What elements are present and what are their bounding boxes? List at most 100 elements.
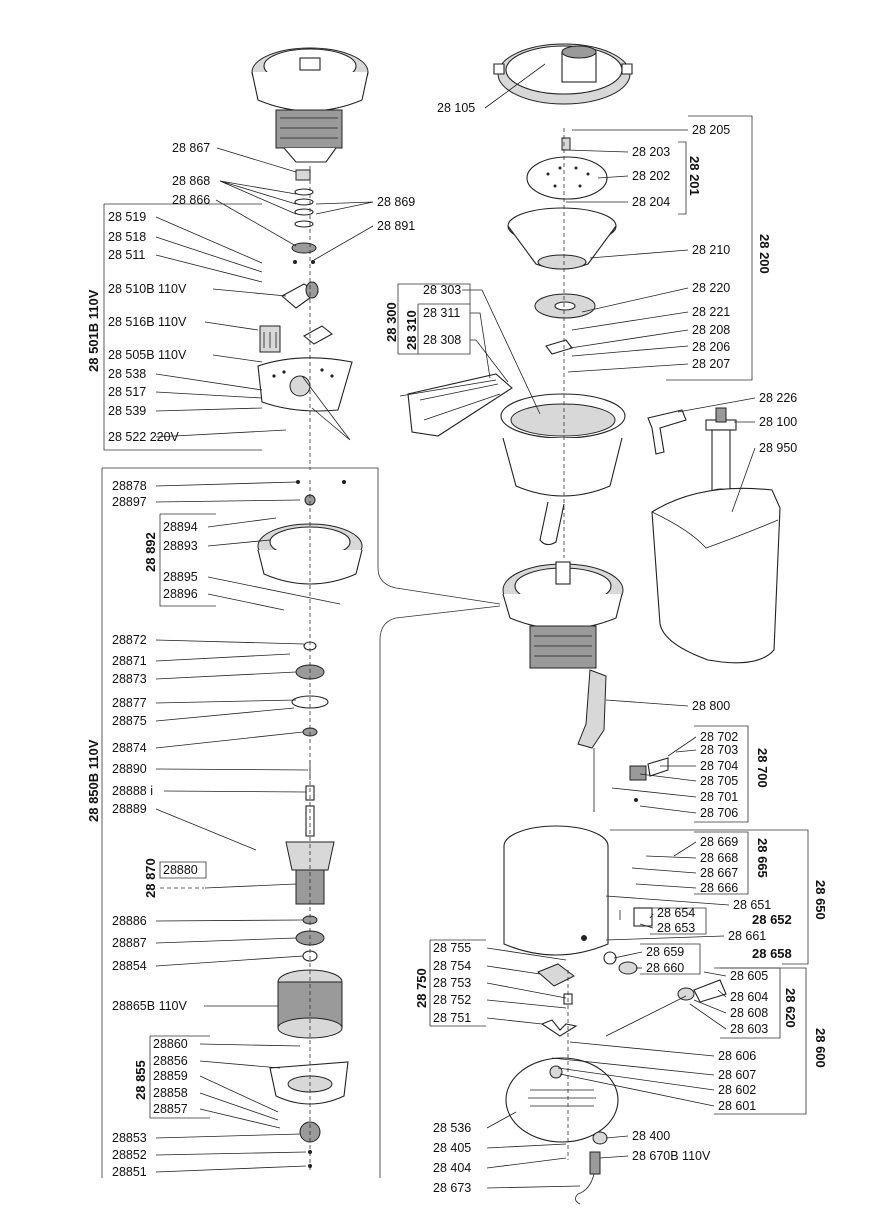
label-28204: 28 204 [632, 195, 670, 209]
group-brackets [103, 115, 809, 1119]
label-28705: 28 705 [700, 774, 738, 788]
label-28866: 28 866 [172, 193, 210, 207]
label-28752: 28 752 [433, 993, 471, 1007]
label-28860: 28860 [153, 1037, 188, 1051]
label-28511: 28 511 [108, 248, 145, 262]
base-plate-drawing [505, 1057, 619, 1145]
label-28601: 28 601 [718, 1099, 756, 1113]
label-28202: 28 202 [632, 169, 670, 183]
label-28538: 28 538 [108, 367, 146, 381]
label-28226: 28 226 [759, 391, 797, 405]
group-28650: 28 650 [813, 880, 828, 920]
label-28851: 28851 [112, 1165, 147, 1179]
label-28654: 28 654 [657, 906, 695, 920]
group-28870: 28 870 [143, 858, 158, 898]
label-28602: 28 602 [718, 1083, 756, 1097]
bracket-drawing [537, 963, 578, 1037]
label-28303: 28 303 [423, 283, 461, 297]
group-28658: 28 658 [752, 946, 792, 961]
label-28858: 28858 [153, 1086, 188, 1100]
capacitor-drawing [281, 281, 320, 309]
group-28892: 28 892 [143, 532, 158, 572]
label-28867: 28 867 [172, 141, 210, 155]
label-28221: 28 221 [692, 305, 730, 319]
label-28517: 28 517 [108, 385, 146, 399]
label-28877: 28877 [112, 696, 147, 710]
filter-disc-drawing [526, 137, 608, 200]
label-28206: 28 206 [692, 340, 730, 354]
label-28894: 28894 [163, 520, 198, 534]
label-28893: 28893 [163, 539, 198, 553]
label-28404: 28 404 [433, 1161, 471, 1175]
label-28607: 28 607 [718, 1068, 756, 1082]
group-28200: 28 200 [757, 234, 772, 274]
label-28865B: 28865B 110V [112, 999, 187, 1013]
cord-clamp-drawing [605, 979, 727, 1037]
label-28400: 28 400 [632, 1129, 670, 1143]
label-28659: 28 659 [646, 945, 684, 959]
label-28666: 28 666 [700, 881, 738, 895]
label-28880: 28880 [163, 863, 198, 877]
label-28853: 28853 [112, 1131, 147, 1145]
label-28518: 28 518 [108, 230, 146, 244]
clip-drawing [619, 907, 653, 927]
label-28203: 28 203 [632, 145, 670, 159]
tamper-drawing [705, 407, 737, 496]
label-28210: 28 210 [692, 243, 730, 257]
pulp-chute-drawing [407, 373, 513, 437]
label-28887: 28887 [112, 936, 147, 950]
group-28501B: 28 501B 110V [86, 289, 101, 372]
label-28895: 28895 [163, 570, 198, 584]
label-28105: 28 105 [437, 101, 475, 115]
label-28950: 28 950 [759, 441, 797, 455]
label-28522: 28 522 220V [108, 430, 180, 444]
label-28536: 28 536 [433, 1121, 471, 1135]
label-28673: 28 673 [433, 1181, 471, 1195]
lever-drawing [577, 669, 607, 812]
lid-drawing [493, 43, 633, 105]
grommet-drawing [603, 951, 638, 975]
mounting-plate-drawing [257, 357, 353, 412]
group-28665: 28 665 [755, 838, 770, 878]
label-28603: 28 603 [730, 1022, 768, 1036]
label-28651: 28 651 [733, 898, 771, 912]
label-28661: 28 661 [728, 929, 766, 943]
label-28703: 28 703 [700, 743, 738, 757]
label-28667: 28 667 [700, 866, 738, 880]
label-28868: 28 868 [172, 174, 210, 188]
label-28888: 28888 i [112, 784, 153, 798]
leader-lines [155, 63, 756, 1189]
label-28100: 28 100 [759, 415, 797, 429]
label-28405: 28 405 [433, 1141, 471, 1155]
group-28850B: 28 850B 110V [86, 739, 101, 822]
group-28750: 28 750 [414, 968, 429, 1008]
label-28896: 28896 [163, 587, 198, 601]
power-cord-drawing [575, 1151, 601, 1205]
frame-lines [101, 467, 501, 1178]
label-28754: 28 754 [433, 959, 471, 973]
rotor-stack-drawing [285, 641, 335, 962]
label-28519: 28 519 [108, 210, 146, 224]
label-28874: 28874 [112, 741, 147, 755]
label-28311: 28 311 [423, 306, 460, 320]
label-28308: 28 308 [423, 333, 461, 347]
label-28889: 28889 [112, 802, 147, 816]
label-28670B: 28 670B 110V [632, 1149, 711, 1163]
label-28653: 28 653 [657, 921, 695, 935]
group-28855: 28 855 [133, 1060, 148, 1100]
bowl-drawing [500, 393, 626, 546]
label-28869: 28 869 [377, 195, 415, 209]
group-28600: 28 600 [813, 1028, 828, 1068]
label-28706: 28 706 [700, 806, 738, 820]
label-28886: 28886 [112, 914, 147, 928]
label-28872: 28872 [112, 633, 147, 647]
group-28620: 28 620 [783, 988, 798, 1028]
motor-base-middle-drawing [502, 561, 624, 669]
label-28510B: 28 510B 110V [108, 282, 187, 296]
label-28606: 28 606 [718, 1049, 756, 1063]
label-28875: 28875 [112, 714, 147, 728]
knob-drawing [647, 409, 687, 455]
label-28704: 28 704 [700, 759, 738, 773]
label-28605: 28 605 [730, 969, 768, 983]
